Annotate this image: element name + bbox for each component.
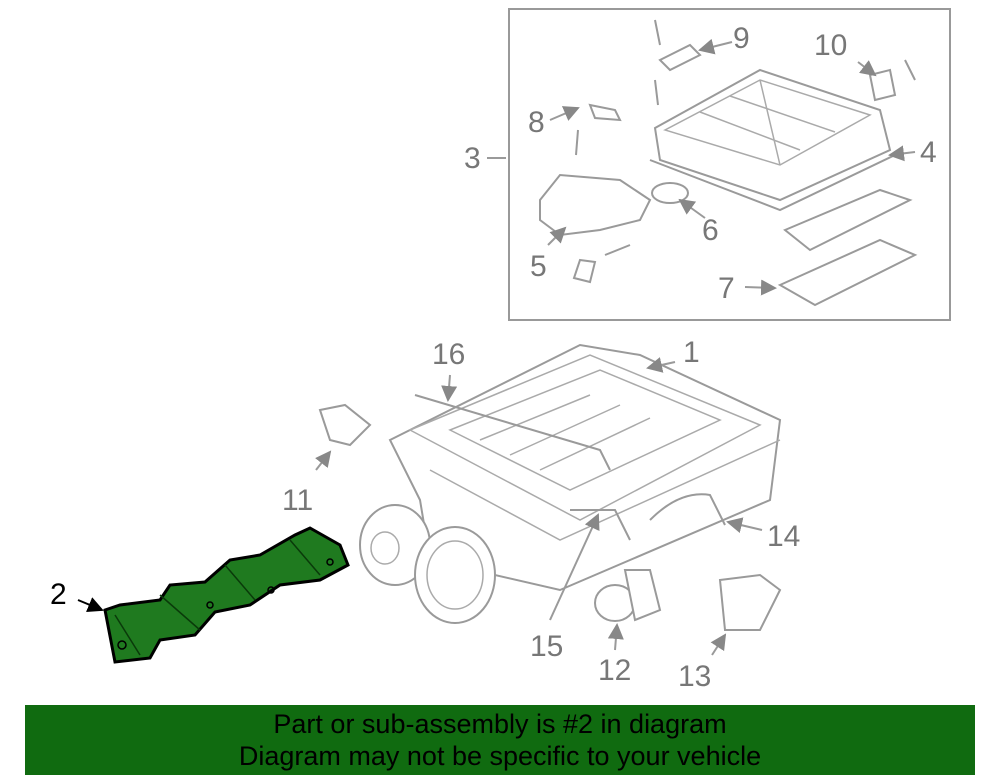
- callout-7: 7: [718, 272, 735, 305]
- leader-lines: [77, 38, 916, 656]
- banner-line-1: Part or sub-assembly is #2 in diagram: [273, 709, 727, 739]
- part-6-seal: [651, 182, 689, 204]
- part-16-rod: [414, 394, 611, 471]
- part-4-housing: [649, 68, 896, 212]
- part-2-highlighted: [103, 526, 350, 664]
- callout-9: 9: [733, 22, 750, 55]
- callout-15: 15: [530, 630, 563, 663]
- part-1-supercharger-body: [359, 343, 782, 624]
- part-15-tube: [570, 509, 631, 541]
- callout-8: 8: [528, 106, 545, 139]
- info-banner: Part or sub-assembly is #2 in diagram Di…: [25, 705, 975, 775]
- part-7-cooler: [777, 188, 918, 307]
- part-10-sensor: [868, 68, 897, 102]
- part-13-actuator: [718, 573, 782, 631]
- callout-4: 4: [920, 136, 937, 169]
- callout-11: 11: [282, 484, 313, 517]
- part-14-hose: [649, 493, 726, 526]
- callout-1: 1: [683, 336, 700, 369]
- part-11-sensor: [318, 403, 372, 447]
- callout-13: 13: [678, 660, 711, 693]
- subassembly-box: [508, 8, 951, 321]
- part-9-sensor: [658, 43, 702, 72]
- part-12-valve: [594, 569, 662, 622]
- banner-line-2: Diagram may not be specific to your vehi…: [238, 741, 762, 771]
- callout-2: 2: [50, 578, 67, 611]
- callout-12: 12: [598, 654, 631, 687]
- callout-5: 5: [530, 250, 547, 283]
- callout-16: 16: [432, 338, 465, 371]
- callout-3: 3: [464, 142, 481, 175]
- part-5-bracket: [539, 173, 652, 237]
- part-8-fitting: [588, 103, 622, 122]
- callout-14: 14: [767, 520, 800, 553]
- callout-6: 6: [702, 214, 719, 247]
- callout-10: 10: [814, 29, 847, 62]
